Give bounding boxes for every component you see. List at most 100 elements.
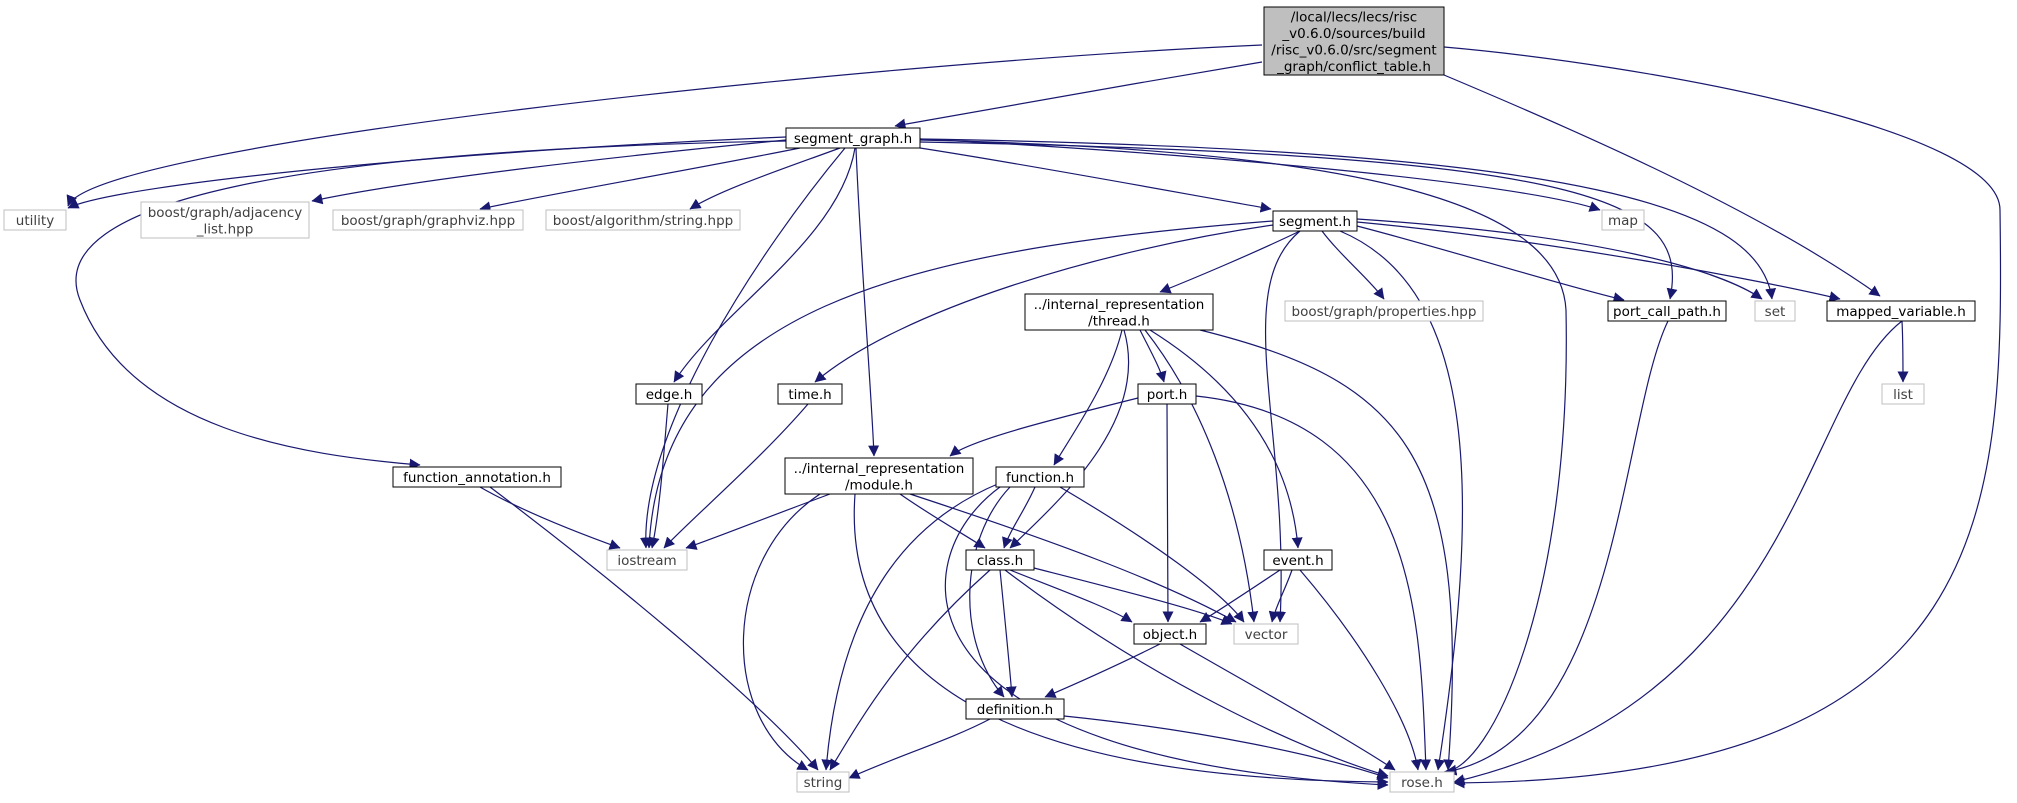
node-box-vector <box>1233 623 1299 645</box>
header-nodes: /local/lecs/lecs/risc_v0.6.0/sources/bui… <box>3 6 1976 793</box>
node-port[interactable]: port.h <box>1137 383 1197 405</box>
node-module[interactable]: ../internal_representation/module.h <box>784 457 974 495</box>
edge-segment_graph-to-map <box>919 138 1601 212</box>
node-class[interactable]: class.h <box>965 549 1035 571</box>
edge-thread-to-event <box>1149 329 1303 549</box>
node-function_annotation[interactable]: function_annotation.h <box>392 466 562 488</box>
edge-function-to-rose <box>944 486 1389 790</box>
edge-function_annotation-to-string <box>489 486 819 771</box>
edge-function_annotation-to-iostream <box>479 486 621 550</box>
edge-conflict_table-to-rose <box>1443 46 2002 789</box>
node-box-function_annotation <box>392 466 562 488</box>
node-box-properties <box>1284 300 1484 322</box>
node-label-vector: vector <box>1245 627 1288 643</box>
node-label-thread: ../internal_representation <box>1034 297 1205 313</box>
edge-segment-to-iostream <box>643 220 1274 549</box>
edge-class-to-rose <box>1004 569 1389 779</box>
edge-event-to-vector <box>1268 569 1293 623</box>
edge-segment_graph-to-rose <box>919 139 1567 778</box>
node-label-utility: utility <box>16 213 54 229</box>
node-label-string: string <box>804 775 843 791</box>
node-label-conflict_table: /risc_v0.6.0/src/segment <box>1271 42 1436 58</box>
node-label-rose: rose.h <box>1401 775 1443 791</box>
edge-module-to-rose <box>853 493 1389 788</box>
node-conflict_table: /local/lecs/lecs/risc_v0.6.0/sources/bui… <box>1263 6 1445 76</box>
node-box-list <box>1881 383 1925 405</box>
edge-segment-to-thread <box>1159 230 1301 294</box>
node-adjacency_list: boost/graph/adjacency_list.hpp <box>140 201 310 239</box>
node-string_hpp: boost/algorithm/string.hpp <box>545 209 741 231</box>
node-label-set: set <box>1765 304 1786 320</box>
edge-event-to-object <box>1199 569 1281 623</box>
node-box-rose <box>1389 771 1455 793</box>
node-label-class: class.h <box>977 553 1023 569</box>
node-box-event <box>1263 549 1333 571</box>
node-function[interactable]: function.h <box>995 466 1085 488</box>
edge-module-to-class <box>899 493 986 549</box>
node-label-conflict_table: _graph/conflict_table.h <box>1276 59 1431 75</box>
node-label-graphviz: boost/graph/graphviz.hpp <box>341 213 515 229</box>
edge-module-to-string <box>742 493 821 771</box>
node-box-adjacency_list <box>140 201 310 239</box>
node-properties: boost/graph/properties.hpp <box>1284 300 1484 322</box>
node-label-port: port.h <box>1147 387 1188 403</box>
edge-time-to-iostream <box>663 403 809 549</box>
node-label-segment: segment.h <box>1279 214 1351 230</box>
node-thread[interactable]: ../internal_representation/thread.h <box>1024 293 1214 331</box>
node-label-edge: edge.h <box>646 387 693 403</box>
node-port_call_path[interactable]: port_call_path.h <box>1607 300 1727 322</box>
edge-class-to-definition <box>999 569 1017 698</box>
node-edge[interactable]: edge.h <box>635 383 703 405</box>
node-time[interactable]: time.h <box>777 383 843 405</box>
edge-segment-to-properties <box>1321 230 1385 300</box>
edge-segment_graph-to-module <box>855 147 880 457</box>
node-label-map: map <box>1608 213 1638 229</box>
node-mapped_variable[interactable]: mapped_variable.h <box>1826 300 1976 322</box>
node-definition[interactable]: definition.h <box>965 698 1065 720</box>
edge-function-to-string <box>821 482 1001 771</box>
node-box-string_hpp <box>545 209 741 231</box>
node-segment[interactable]: segment.h <box>1272 210 1358 232</box>
edge-segment-to-time <box>814 224 1274 383</box>
edge-segment_graph-to-set <box>919 138 1777 300</box>
edge-segment_graph-to-iostream <box>639 147 846 549</box>
node-label-mapped_variable: mapped_variable.h <box>1836 304 1966 320</box>
node-set: set <box>1754 300 1796 322</box>
node-box-function <box>995 466 1085 488</box>
node-label-module: ../internal_representation <box>794 461 965 477</box>
edge-object-to-rose <box>1179 643 1396 771</box>
node-utility: utility <box>3 209 67 231</box>
node-label-adjacency_list: _list.hpp <box>196 221 254 237</box>
node-rose: rose.h <box>1389 771 1455 793</box>
node-box-time <box>777 383 843 405</box>
edge-class-to-object <box>1009 569 1133 623</box>
edge-edge-to-iostream <box>648 403 669 549</box>
node-map: map <box>1601 209 1645 231</box>
edge-thread-to-port <box>1139 329 1167 383</box>
edge-function-to-definition <box>969 486 1011 698</box>
node-graphviz: boost/graph/graphviz.hpp <box>332 209 524 231</box>
node-box-object <box>1133 623 1207 645</box>
node-box-set <box>1754 300 1796 322</box>
node-box-string <box>796 771 850 793</box>
edge-segment-to-mapped_variable <box>1356 221 1841 302</box>
edge-definition-to-rose <box>1063 715 1389 780</box>
node-event[interactable]: event.h <box>1263 549 1333 571</box>
node-box-segment <box>1272 210 1358 232</box>
edge-module-to-vector <box>909 493 1237 623</box>
node-box-conflict_table <box>1263 6 1445 76</box>
node-label-definition: definition.h <box>977 702 1053 718</box>
node-label-port_call_path: port_call_path.h <box>1613 304 1721 320</box>
node-box-thread <box>1024 293 1214 331</box>
node-object[interactable]: object.h <box>1133 623 1207 645</box>
edge-segment_graph-to-graphviz <box>479 147 801 213</box>
node-label-adjacency_list: boost/graph/adjacency <box>148 205 303 221</box>
edge-segment_graph-to-string_hpp <box>689 147 841 210</box>
edge-segment_graph-to-utility <box>67 136 787 209</box>
edge-conflict_table-to-utility <box>66 44 1263 207</box>
node-box-definition <box>965 698 1065 720</box>
node-box-mapped_variable <box>1826 300 1976 322</box>
node-iostream: iostream <box>606 549 688 571</box>
node-segment_graph[interactable]: segment_graph.h <box>785 127 921 149</box>
